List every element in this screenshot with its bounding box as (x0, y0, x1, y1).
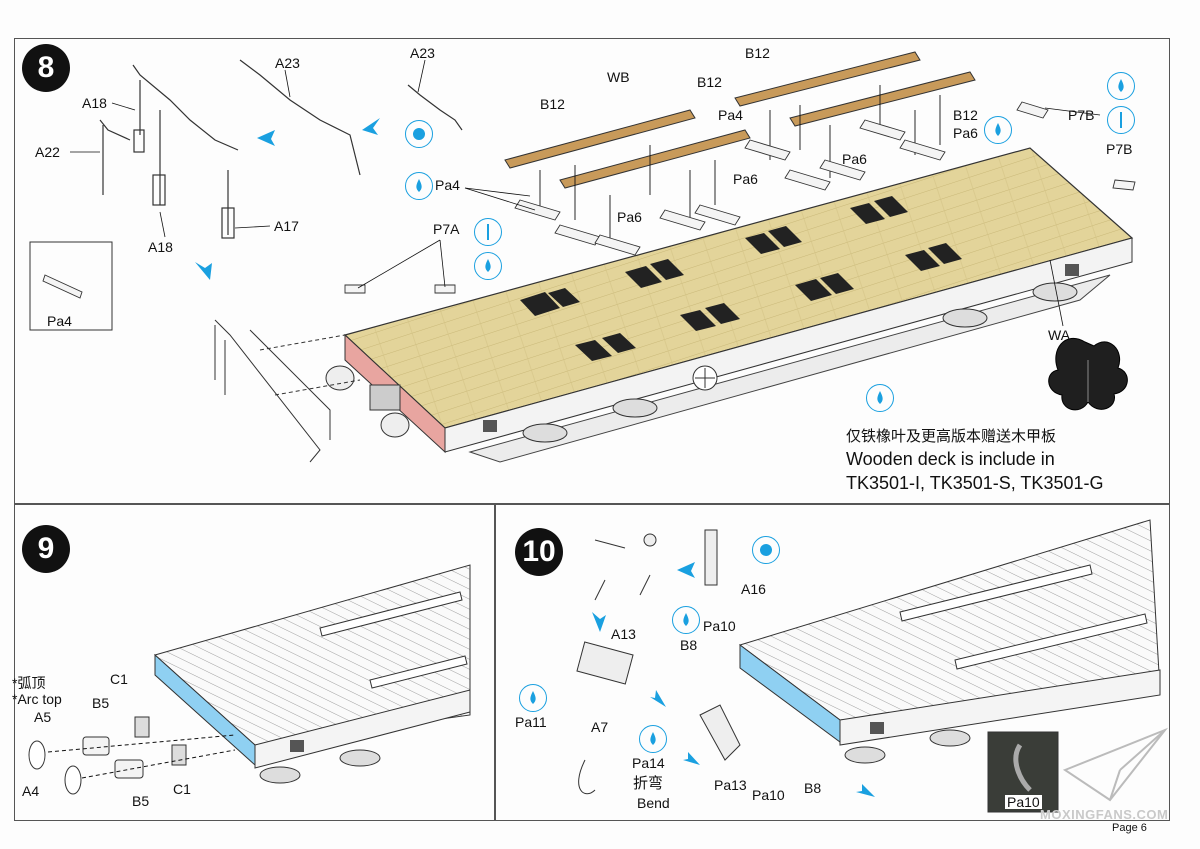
label-pa4-left: Pa4 (435, 177, 460, 193)
watermark-plane (1062, 727, 1169, 802)
label-b12-right: B12 (953, 107, 978, 123)
label-c1-bottom: C1 (173, 781, 191, 797)
label-bend-cn: 折弯 (633, 775, 664, 792)
flatcar-step10 (576, 519, 1161, 795)
label-arc-top-en: *Arc top (12, 691, 62, 707)
label-pa6-d: Pa6 (617, 209, 642, 225)
label-pa6-b: Pa6 (842, 151, 867, 167)
label-bend-en: Bend (637, 795, 670, 811)
drop-icon (519, 684, 547, 712)
bend-icon (1107, 106, 1135, 134)
oak-leaf-emblem (1048, 337, 1128, 411)
label-b8-bottom: B8 (804, 780, 822, 796)
label-a7: A7 (591, 719, 609, 735)
label-a22: A22 (35, 144, 60, 160)
page-number: Page 6 (1112, 822, 1147, 834)
step-number-10: 10 (515, 528, 563, 576)
label-wb: WB (607, 69, 630, 85)
label-a18-top: A18 (82, 95, 107, 111)
label-p7a: P7A (433, 221, 460, 237)
blue-arrows-step8 (195, 118, 380, 280)
label-pa10-inset: Pa10 (1005, 794, 1042, 810)
label-a4: A4 (22, 783, 40, 799)
label-a23-right: A23 (410, 45, 435, 61)
label-p7b-top: P7B (1068, 107, 1095, 123)
label-b8-top: B8 (680, 637, 698, 653)
drop-icon (474, 252, 502, 280)
deck-note-english-line1: Wooden deck is include in (846, 449, 1055, 469)
label-pa6-c: Pa6 (733, 171, 758, 187)
flatcar-step9 (28, 564, 471, 795)
pa4-inset-frame (29, 241, 113, 331)
coupler-assembly (214, 319, 410, 463)
deck-note-chinese: 仅铁橡叶及更高版本赠送木甲板 (846, 428, 1057, 445)
label-p7b-bottom: P7B (1106, 141, 1133, 157)
step-number-8: 8 (22, 44, 70, 92)
drop-icon (639, 725, 667, 753)
label-pa11: Pa11 (515, 714, 547, 730)
drop-icon (672, 606, 700, 634)
label-b5-top: B5 (92, 695, 110, 711)
label-a17: A17 (274, 218, 299, 234)
label-c1-top: C1 (110, 671, 128, 687)
label-b5-bottom: B5 (132, 793, 150, 809)
drop-icon (1107, 72, 1135, 100)
step10-panel (494, 503, 1170, 821)
label-a5: A5 (34, 709, 52, 725)
glue-icon (752, 536, 780, 564)
label-b12-left: B12 (540, 96, 565, 112)
step8-panel (14, 38, 1170, 505)
label-pa10-top: Pa10 (703, 618, 736, 634)
label-pa10-bottom: Pa10 (752, 787, 785, 803)
blue-arrows-step10 (592, 562, 875, 797)
label-a18-bottom: A18 (148, 239, 173, 255)
label-pa14: Pa14 (632, 755, 665, 771)
label-a16: A16 (741, 581, 766, 597)
drop-icon (984, 116, 1012, 144)
label-arc-top-cn: *弧顶 (12, 675, 46, 691)
wooden-bars (504, 51, 976, 189)
step-number-9: 9 (22, 525, 70, 573)
glue-icon (405, 120, 433, 148)
label-b12-top: B12 (745, 45, 770, 61)
plates (42, 101, 1136, 299)
label-pa4-mid: Pa4 (718, 107, 743, 123)
drop-icon (866, 384, 894, 412)
label-wa: WA (1048, 327, 1071, 343)
label-pa6-a: Pa6 (953, 125, 978, 141)
label-a13: A13 (611, 626, 636, 642)
flatcar-deck-wood (343, 147, 1134, 463)
handrail-parts (99, 59, 463, 239)
watermark-text: MOXINGFANS.COM (1040, 807, 1169, 822)
deck-note-english-line2: TK3501-I, TK3501-S, TK3501-G (846, 473, 1104, 493)
label-pa4-inset: Pa4 (47, 313, 72, 329)
step9-panel (14, 503, 496, 821)
label-b12-mid: B12 (697, 74, 722, 90)
drop-icon (405, 172, 433, 200)
label-pa13: Pa13 (714, 777, 747, 793)
label-a23-mid: A23 (275, 55, 300, 71)
bend-icon (474, 218, 502, 246)
